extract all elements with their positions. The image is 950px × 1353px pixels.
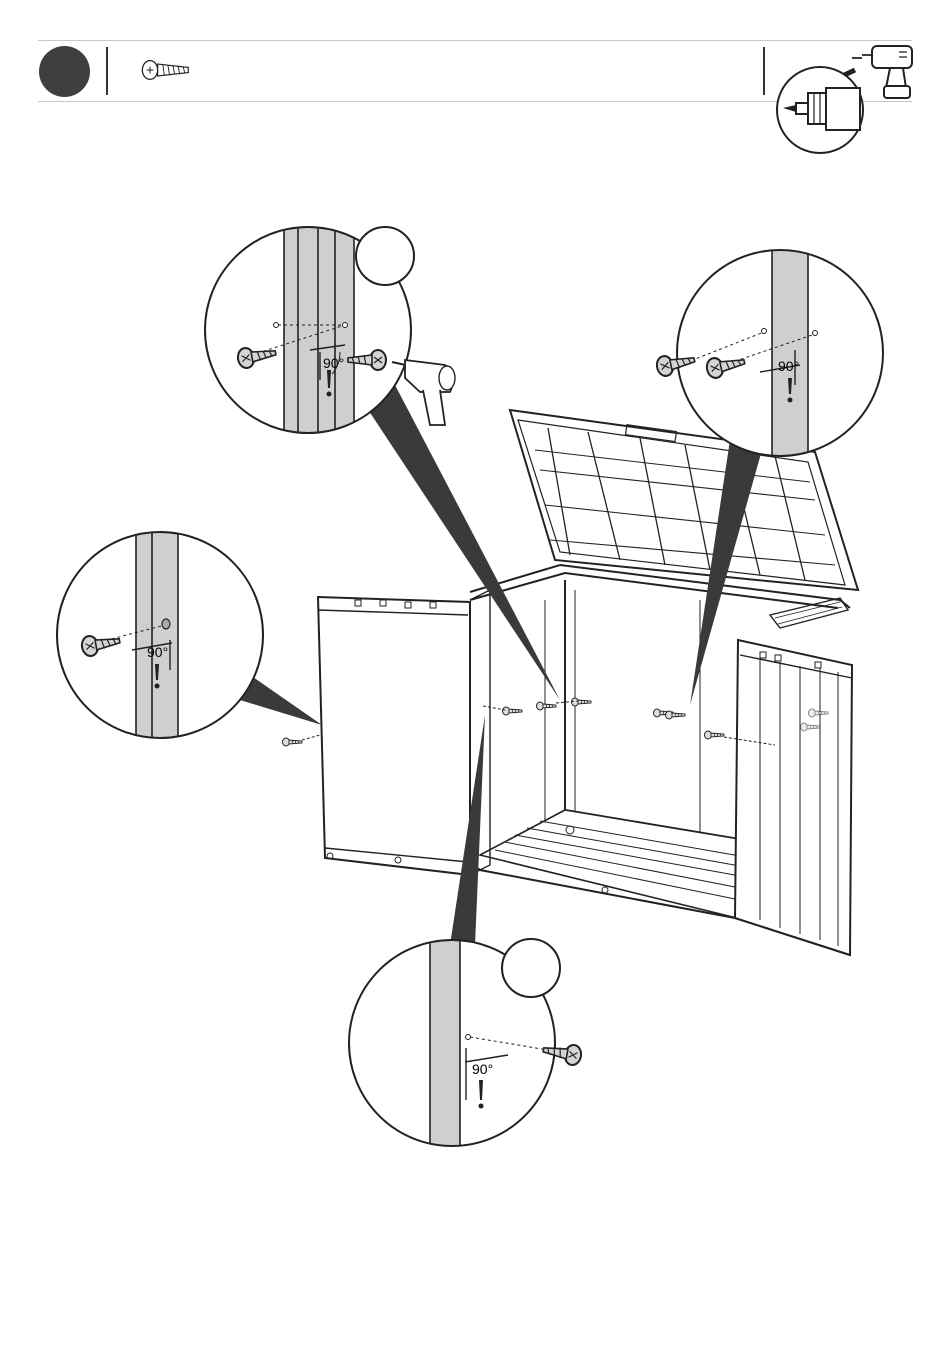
screw-back-left-1 (503, 707, 523, 715)
detail-back-wall-right: 90° (655, 248, 883, 463)
detail-right-door: 90° (349, 938, 583, 1153)
angle-label: 90° (323, 355, 344, 371)
angle-label: 90° (472, 1061, 493, 1077)
screw-left-wall (283, 738, 303, 746)
detail-left-wall: 90° (57, 530, 263, 745)
screw-right-door-1 (705, 731, 725, 739)
screw-back-left-2 (537, 702, 557, 710)
screw-icon (142, 61, 188, 80)
quantity-badge (502, 939, 560, 997)
detail-back-wall-left: 90° (205, 225, 455, 440)
storage-shed-illustration (318, 410, 858, 955)
quantity-badge (356, 227, 414, 285)
screw-back-right-2 (666, 711, 686, 719)
angle-label: 90° (147, 644, 168, 660)
screw-back-left-3 (572, 698, 592, 706)
angle-label: 90° (778, 358, 799, 374)
power-drill-icon (777, 46, 912, 153)
